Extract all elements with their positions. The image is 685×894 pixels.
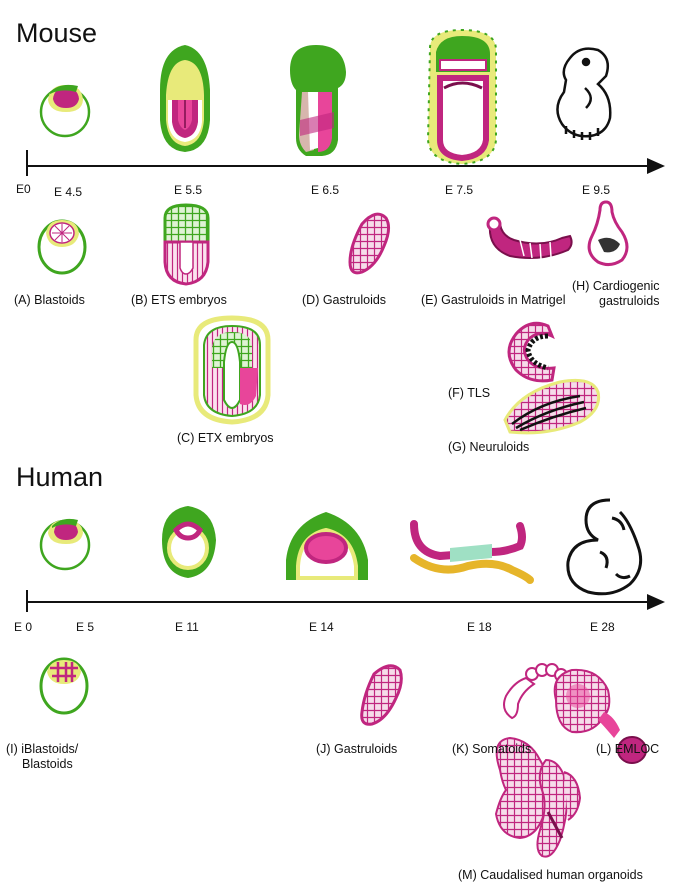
mouse-section-title: Mouse xyxy=(16,18,97,48)
model-f-caption: (F) TLS xyxy=(448,386,490,401)
mouse-tick-label: E 6.5 xyxy=(311,183,339,197)
mouse-embryo-e9-5 xyxy=(557,49,610,140)
model-f-tls xyxy=(509,323,554,381)
model-b-caption: (B) ETS embryos xyxy=(131,293,227,308)
mouse-tick-label: E 7.5 xyxy=(445,183,473,197)
mouse-embryo-e7-5 xyxy=(428,30,496,164)
model-m-caption: (M) Caudalised human organoids xyxy=(458,868,643,883)
mouse-embryo-e4-5 xyxy=(41,85,89,136)
human-tick-label: E 0 xyxy=(14,620,32,634)
model-l-caption: (L) EMLOC xyxy=(596,742,659,757)
model-d-caption: (D) Gastruloids xyxy=(302,293,386,308)
model-k-caption: (K) Somatoids xyxy=(452,742,531,757)
mouse-tick-label: E 4.5 xyxy=(54,185,82,199)
model-i-caption-line2: Blastoids xyxy=(22,757,73,772)
model-g-neuruloid xyxy=(505,380,599,433)
human-tick-label: E 11 xyxy=(175,620,199,634)
model-j-gastruloid xyxy=(362,666,402,724)
model-b-ets-embryo xyxy=(165,205,208,284)
model-i-caption-line1: (I) iBlastoids/ xyxy=(6,742,78,757)
model-j-caption: (J) Gastruloids xyxy=(316,742,397,757)
mouse-tick-label: E 9.5 xyxy=(582,183,610,197)
human-tick-label: E 5 xyxy=(76,620,94,634)
human-tick-label: E 18 xyxy=(467,620,492,634)
mouse-embryo-e5-5 xyxy=(160,45,210,152)
model-c-etx-embryo xyxy=(196,318,268,422)
human-embryo-e5 xyxy=(41,519,89,569)
mouse-axis-arrowhead xyxy=(647,158,665,174)
human-embryo-e28 xyxy=(568,500,641,594)
model-d-gastruloid xyxy=(350,214,389,273)
model-h-caption-line2: gastruloids xyxy=(599,294,659,309)
model-h-cardiogenic-gastruloid xyxy=(589,202,627,265)
model-g-caption: (G) Neuruloids xyxy=(448,440,529,455)
human-tick-label: E 28 xyxy=(590,620,615,634)
model-e-gastruloid-matrigel xyxy=(488,218,572,259)
model-e-caption: (E) Gastruloids in Matrigel xyxy=(421,293,566,308)
human-tick-label: E 14 xyxy=(309,620,334,634)
mouse-tick-label: E 5.5 xyxy=(174,183,202,197)
model-i-iblastoid xyxy=(41,659,87,713)
model-a-caption: (A) Blastoids xyxy=(14,293,85,308)
human-embryo-e11 xyxy=(162,506,216,578)
model-h-caption-line1: (H) Cardiogenic xyxy=(572,279,660,294)
human-embryo-e14 xyxy=(286,512,368,580)
model-c-caption: (C) ETX embryos xyxy=(177,431,274,446)
mouse-embryo-e6-5 xyxy=(290,45,346,156)
human-axis-arrowhead xyxy=(647,594,665,610)
human-section-title: Human xyxy=(16,462,103,492)
mouse-tick-label: E0 xyxy=(16,182,31,196)
human-embryo-e18 xyxy=(414,524,530,580)
model-a-blastoid xyxy=(39,220,85,273)
